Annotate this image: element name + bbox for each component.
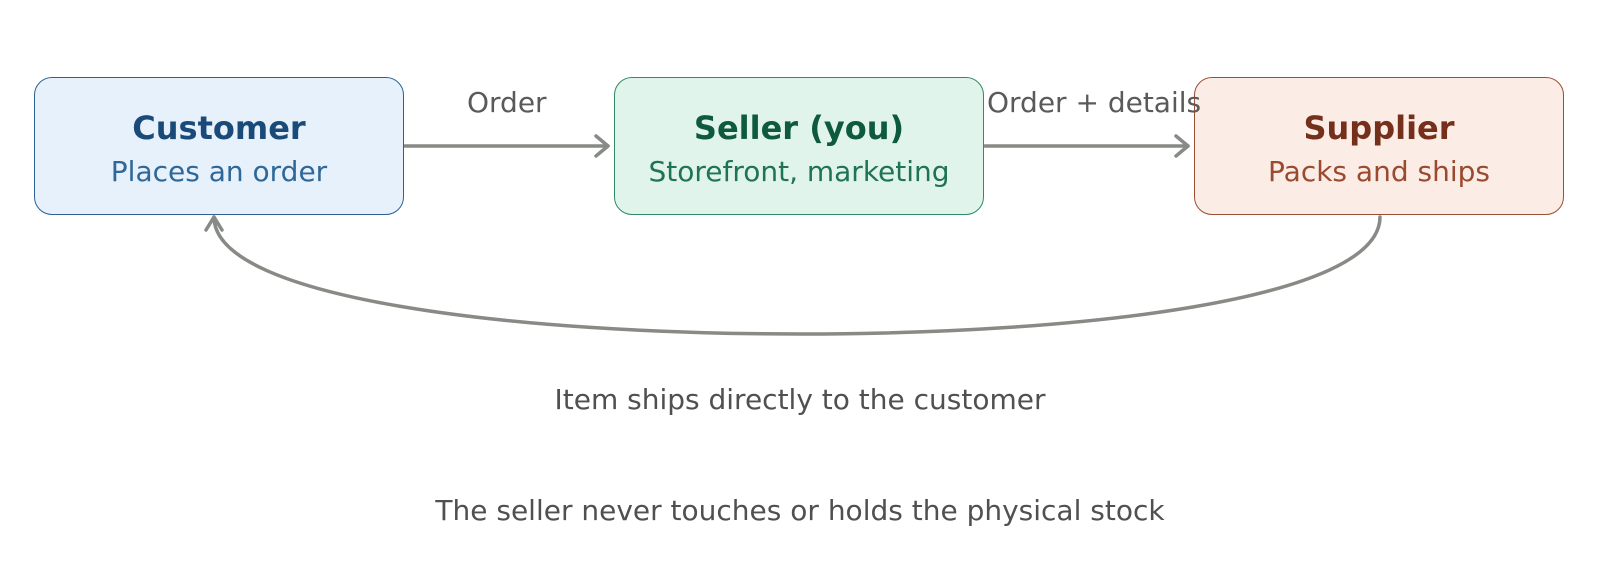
supplier-node: Supplier Packs and ships	[1194, 77, 1564, 215]
arrow-supplier-to-customer	[204, 215, 1382, 336]
seller-subtitle: Storefront, marketing	[648, 155, 950, 188]
supplier-subtitle: Packs and ships	[1268, 155, 1490, 188]
customer-subtitle: Places an order	[110, 155, 328, 188]
edge-label-order-details: Order + details	[987, 86, 1202, 119]
edge-label-order: Order	[467, 86, 547, 119]
customer-title: Customer	[132, 109, 306, 147]
arrow-seller-to-supplier	[983, 134, 1190, 158]
supplier-title: Supplier	[1303, 109, 1455, 147]
customer-node: Customer Places an order	[34, 77, 404, 215]
seller-title: Seller (you)	[693, 109, 905, 147]
arrow-customer-to-seller	[403, 134, 610, 158]
edge-label-ships-directly: Item ships directly to the customer	[554, 383, 1046, 416]
footer-note: The seller never touches or holds the ph…	[435, 494, 1165, 527]
seller-node: Seller (you) Storefront, marketing	[614, 77, 984, 215]
